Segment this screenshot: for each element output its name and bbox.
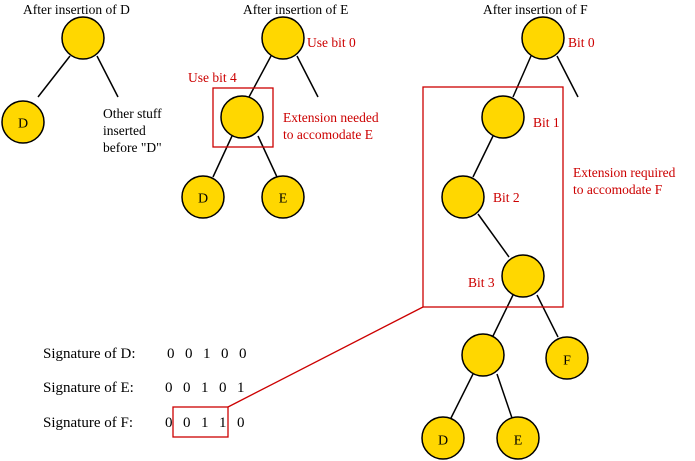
signatures: Signature of D: 0 0 1 0 0 Signature of E… (43, 306, 424, 438)
tree-node-d (181, 175, 225, 219)
signature-e-bit: 1 (201, 380, 209, 396)
tree-node-root (521, 16, 565, 60)
node-label-e: E (514, 434, 523, 449)
edge (257, 135, 278, 178)
node-label-d: D (438, 434, 448, 449)
signature-d-bit: 0 (239, 346, 247, 362)
node-label-e: E (279, 192, 288, 207)
edge (556, 55, 579, 98)
extension-box-f (422, 86, 564, 308)
node-label-d: D (198, 192, 208, 207)
edge (536, 294, 559, 338)
edge (512, 55, 532, 98)
edge (477, 213, 510, 258)
extension-required-line1: Extension required (573, 165, 676, 180)
signature-f-label: Signature of F: (43, 415, 133, 431)
signature-d-bit: 0 (221, 346, 229, 362)
tree-node-f (545, 336, 589, 380)
other-stuff-note-line1: Other stuff (103, 106, 162, 121)
edge (96, 55, 119, 98)
edge (450, 373, 474, 419)
tree-node-mid (461, 333, 505, 377)
tree-node-e (261, 175, 305, 219)
signature-f-bit: 1 (201, 415, 209, 431)
signature-d-bit: 0 (167, 346, 175, 362)
signature-e-bit: 0 (165, 380, 173, 396)
tree-f-title: After insertion of F (483, 2, 588, 17)
signature-f-bit: 0 (183, 415, 191, 431)
signature-f-bit: 0 (165, 415, 173, 431)
other-stuff-note-line3: before "D" (103, 140, 162, 155)
tree-node-bit3 (501, 254, 545, 298)
tree-node-bit2 (441, 175, 485, 219)
other-stuff-note-line2: inserted (103, 123, 146, 138)
edge (472, 135, 494, 178)
bit-0-label: Bit 0 (568, 35, 595, 50)
signature-d-bit: 0 (185, 346, 193, 362)
signature-f-bit: 0 (237, 415, 245, 431)
extension-needed-line2: to accomodate E (283, 127, 373, 142)
tree-node-mid (220, 95, 264, 139)
tree-e-title: After insertion of E (243, 2, 348, 17)
edge (296, 55, 319, 98)
edge (212, 135, 233, 178)
signature-e-bit: 0 (183, 380, 191, 396)
use-bit-0-label: Use bit 0 (307, 35, 356, 50)
tree-node-bit1 (481, 95, 525, 139)
node-label-f: F (563, 354, 571, 369)
highlighted-bits-box (172, 406, 229, 438)
bit-1-label: Bit 1 (533, 115, 560, 130)
extension-box-e (212, 87, 274, 148)
signature-e-label: Signature of E: (43, 380, 134, 396)
edge (248, 55, 272, 98)
signature-f-bit: 1 (219, 415, 227, 431)
tree-after-f: After insertion of F F D E Bit 0 Bit 1 B… (421, 2, 676, 460)
tree-node-root (61, 16, 105, 60)
tree-after-d: After insertion of D D Other stuff inser… (1, 2, 162, 155)
tree-node-e (496, 416, 540, 460)
extension-needed-line1: Extension needed (283, 110, 379, 125)
use-bit-4-label: Use bit 4 (188, 70, 237, 85)
edge (37, 55, 71, 98)
bit-2-label: Bit 2 (493, 190, 520, 205)
signature-d-label: Signature of D: (43, 346, 135, 362)
tree-node-root (261, 16, 305, 60)
edge (492, 294, 514, 337)
edge (496, 373, 513, 419)
signature-e-bit: 0 (219, 380, 227, 396)
signature-d-bit: 1 (203, 346, 211, 362)
extension-required-line2: to accomodate F (573, 182, 663, 197)
signature-e-bit: 1 (237, 380, 245, 396)
tree-d-title: After insertion of D (23, 2, 130, 17)
tree-node-d (1, 100, 45, 144)
node-label-d: D (18, 117, 28, 132)
tree-after-e: After insertion of E D E Use bit 0 Use b… (181, 2, 379, 219)
tree-node-d (421, 416, 465, 460)
bit-3-label: Bit 3 (468, 275, 495, 290)
highlight-connector-line (227, 306, 424, 408)
